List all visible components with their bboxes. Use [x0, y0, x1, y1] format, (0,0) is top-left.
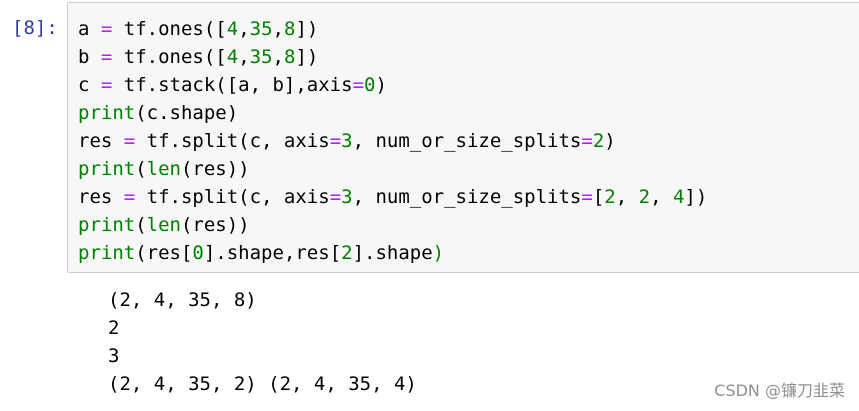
code-token: 2 — [604, 186, 616, 208]
output-line: (2, 4, 35, 8) — [108, 289, 257, 311]
code-line-1: a = tf.ones([4,35,8]) — [78, 15, 707, 43]
code-token: tf.ones([ — [112, 18, 227, 40]
code-token: 2 — [341, 242, 353, 264]
code-token: ].shape,res[ — [203, 242, 342, 264]
code-token: 2 — [592, 130, 605, 152]
code-token: (res)) — [180, 214, 250, 236]
code-token: , — [238, 18, 250, 40]
code-token: = — [581, 186, 593, 208]
code-token: ( — [135, 214, 147, 236]
code-token: c — [78, 74, 101, 96]
code-line-6: print(len(res)) — [78, 155, 707, 183]
input-prompt: [8]: — [12, 17, 58, 39]
code-token: 4 — [226, 18, 239, 40]
code-token: = — [100, 74, 113, 96]
code-token: ]) — [684, 186, 708, 208]
code-line-2: b = tf.ones([4,35,8]) — [78, 43, 707, 71]
code-line-5: res = tf.split(c, axis=3, num_or_size_sp… — [78, 127, 707, 155]
code-token: len — [146, 158, 181, 180]
code-token: ) — [375, 74, 387, 96]
code-token: = — [100, 46, 113, 68]
code-token: = — [329, 130, 342, 152]
code-token: tf.split(c, axis — [135, 186, 330, 208]
code-token: 3 — [341, 130, 353, 152]
code-token: = — [100, 18, 113, 40]
code-token: = — [581, 130, 593, 152]
output-line: 2 — [108, 317, 120, 339]
output-line: (2, 4, 35, 2) (2, 4, 35, 4) — [108, 373, 417, 395]
code-token: 4 — [672, 186, 685, 208]
code-token: [ — [592, 186, 605, 208]
code-token: 0 — [192, 242, 204, 264]
code-token: print — [78, 214, 136, 236]
code-token: 8 — [283, 46, 296, 68]
code-token: 8 — [283, 18, 296, 40]
code-token: = — [352, 74, 365, 96]
code-line-7: res = tf.split(c, axis=3, num_or_size_sp… — [78, 183, 707, 211]
code-token: 35 — [249, 18, 273, 40]
code-token: tf.split(c, axis — [135, 130, 330, 152]
watermark: CSDN @镰刀韭菜 — [714, 381, 845, 400]
code-token: , — [272, 46, 284, 68]
code-token: ]) — [295, 18, 319, 40]
code-token: 0 — [364, 74, 376, 96]
code-token: a — [78, 18, 101, 40]
code-line-3: c = tf.stack([a, b],axis=0) — [78, 71, 707, 99]
code-token: = — [123, 130, 136, 152]
code-token: print — [78, 242, 136, 264]
code-token: b — [78, 46, 101, 68]
code-token: ]) — [295, 46, 319, 68]
code-token: res — [78, 186, 124, 208]
code-token: 2 — [638, 186, 651, 208]
code-token: , — [650, 186, 673, 208]
code-token: ( — [135, 158, 147, 180]
code-token: len — [146, 214, 181, 236]
code-line-4: print(c.shape) — [78, 99, 707, 127]
output-line: 3 — [108, 345, 120, 367]
code-line-9: print(res[0].shape,res[2].shape) — [78, 239, 707, 267]
code-token: res — [78, 130, 124, 152]
code-token: , — [238, 46, 250, 68]
code-token: tf.stack([a, b],axis — [112, 74, 353, 96]
code-token: (res[ — [135, 242, 193, 264]
code-token: ) — [604, 130, 616, 152]
code-token: , num_or_size_splits — [352, 130, 582, 152]
code-block: a = tf.ones([4,35,8])b = tf.ones([4,35,8… — [78, 15, 707, 267]
code-token: (c.shape) — [135, 102, 239, 124]
code-token: print — [78, 102, 136, 124]
code-token: (res)) — [180, 158, 250, 180]
code-token: = — [123, 186, 136, 208]
code-token: 4 — [226, 46, 239, 68]
code-token: , num_or_size_splits — [352, 186, 582, 208]
code-token: 3 — [341, 186, 353, 208]
code-token: tf.ones([ — [112, 46, 227, 68]
code-line-8: print(len(res)) — [78, 211, 707, 239]
code-token: ) — [432, 242, 445, 264]
code-token: , — [272, 18, 284, 40]
code-token: ].shape — [352, 242, 433, 264]
code-token: 35 — [249, 46, 273, 68]
code-token: , — [615, 186, 639, 208]
code-token: = — [329, 186, 342, 208]
code-token: print — [78, 158, 136, 180]
code-editor[interactable]: a = tf.ones([4,35,8])b = tf.ones([4,35,8… — [67, 2, 859, 273]
cell-output: (2, 4, 35, 8) 2 3 (2, 4, 35, 2) (2, 4, 35, … — [108, 286, 417, 398]
